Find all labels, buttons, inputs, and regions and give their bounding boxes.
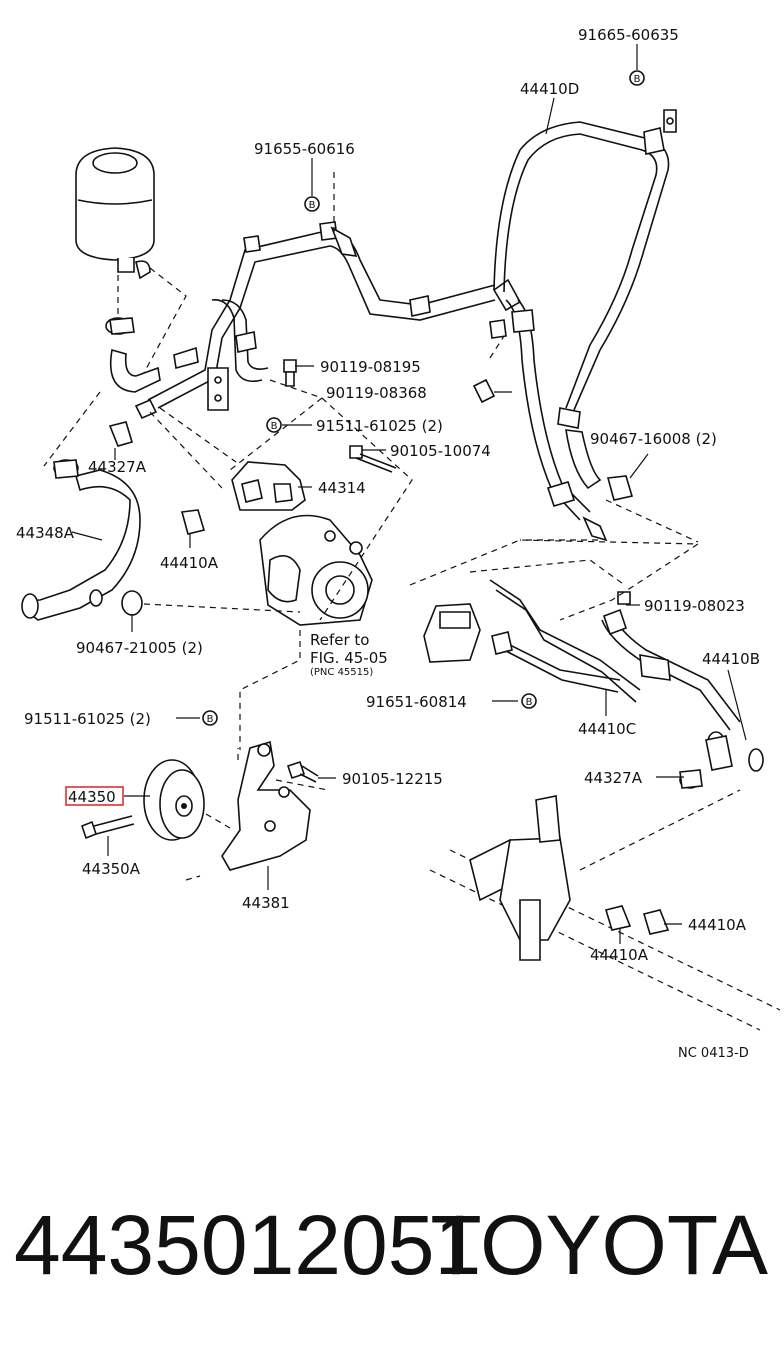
callout-90119-08023: 90119-08023 xyxy=(644,597,745,615)
callout-44410A-right-bottom: 44410A xyxy=(590,946,649,964)
svg-text:B: B xyxy=(526,697,533,708)
parts-diagram: B B B B B 91665-60635 44410D 91655-60616… xyxy=(16,26,781,1061)
callout-44381: 44381 xyxy=(242,894,290,912)
callout-90119-08368: 90119-08368 xyxy=(326,384,427,402)
svg-text:B: B xyxy=(634,74,641,85)
callout-90467-16008: 90467-16008 (2) xyxy=(590,430,717,448)
callout-90119-08195: 90119-08195 xyxy=(320,358,421,376)
reservoir-clamp xyxy=(105,317,135,335)
bolt-90119-08368 xyxy=(472,378,496,404)
reservoir-tank xyxy=(75,147,155,280)
bolt-marker: B xyxy=(521,693,537,709)
idler-pulley-44350 xyxy=(143,759,205,841)
steering-gear xyxy=(429,789,781,1031)
union-44410A-right-2 xyxy=(642,909,670,935)
bolt-90119-08023 xyxy=(617,591,631,605)
callout-91651-60814: 91651-60814 xyxy=(366,693,467,711)
callout-44350A: 44350A xyxy=(82,860,141,878)
svg-text:44350: 44350 xyxy=(68,788,116,806)
svg-text:B: B xyxy=(207,714,214,725)
pump-bracket-44314 xyxy=(231,461,306,511)
callout-44314: 44314 xyxy=(318,479,366,497)
line-44410B xyxy=(601,608,764,772)
bolt-marker: B xyxy=(202,710,218,726)
diagram-code: NC 0413-D xyxy=(678,1046,749,1061)
bolt-90119-08195 xyxy=(283,359,297,387)
callout-90467-21005: 90467-21005 (2) xyxy=(76,639,203,657)
callout-44410D: 44410D xyxy=(520,80,579,98)
power-steering-pump xyxy=(259,514,373,626)
pipe-assembly-upper xyxy=(147,221,496,411)
callout-90105-10074: 90105-10074 xyxy=(390,442,491,460)
hose-44348A xyxy=(21,469,141,621)
pressure-line-44410D xyxy=(493,109,677,490)
union-90467-16008 xyxy=(606,475,634,501)
union-44410A-right-1 xyxy=(604,905,632,931)
svg-text:B: B xyxy=(271,421,278,432)
callout-44327A-left: 44327A xyxy=(88,458,147,476)
refer-note-line2: FIG. 45-05 xyxy=(310,649,388,667)
brand-name: TOYOTA xyxy=(430,1198,768,1292)
refer-note-line1: Refer to xyxy=(310,631,369,649)
bolt-44350A xyxy=(81,815,135,840)
line-44410C xyxy=(489,579,641,703)
pressure-line-main xyxy=(505,299,608,542)
bracket-44381 xyxy=(221,740,311,871)
callout-44410B: 44410B xyxy=(702,650,760,668)
callout-91665-60635: 91665-60635 xyxy=(578,26,679,44)
callout-44410C: 44410C xyxy=(578,720,636,738)
callout-44327A-right: 44327A xyxy=(584,769,643,787)
callout-44348A: 44348A xyxy=(16,524,75,542)
union-44327A-top xyxy=(108,421,133,447)
clamp-44327A xyxy=(53,459,79,479)
clamp-90467-21005 xyxy=(121,590,143,616)
callout-90105-12215: 90105-12215 xyxy=(342,770,443,788)
bolt-marker: B xyxy=(266,417,282,433)
callout-44410A-right: 44410A xyxy=(688,916,747,934)
svg-text:B: B xyxy=(309,200,316,211)
bolt-marker: B xyxy=(629,70,645,86)
callout-91655-60616: 91655-60616 xyxy=(254,140,355,158)
clamp-91651 xyxy=(423,603,481,663)
part-number: 4435012051 xyxy=(14,1198,482,1292)
footer: 4435012051 TOYOTA xyxy=(0,1190,784,1300)
clamp-44327A-right xyxy=(679,769,703,789)
bolt-90105-12215 xyxy=(286,760,319,783)
callout-91511-61025-top: 91511-61025 (2) xyxy=(316,417,443,435)
callout-91511-61025-bottom: 91511-61025 (2) xyxy=(24,710,151,728)
callout-44350-highlighted: 44350 xyxy=(65,786,124,806)
callout-44410A-left: 44410A xyxy=(160,554,219,572)
bolt-90105-10074 xyxy=(349,445,397,473)
bolt-marker: B xyxy=(304,196,320,212)
refer-note-line3: (PNC 45515) xyxy=(310,667,373,678)
union-44410A-left xyxy=(180,509,206,535)
